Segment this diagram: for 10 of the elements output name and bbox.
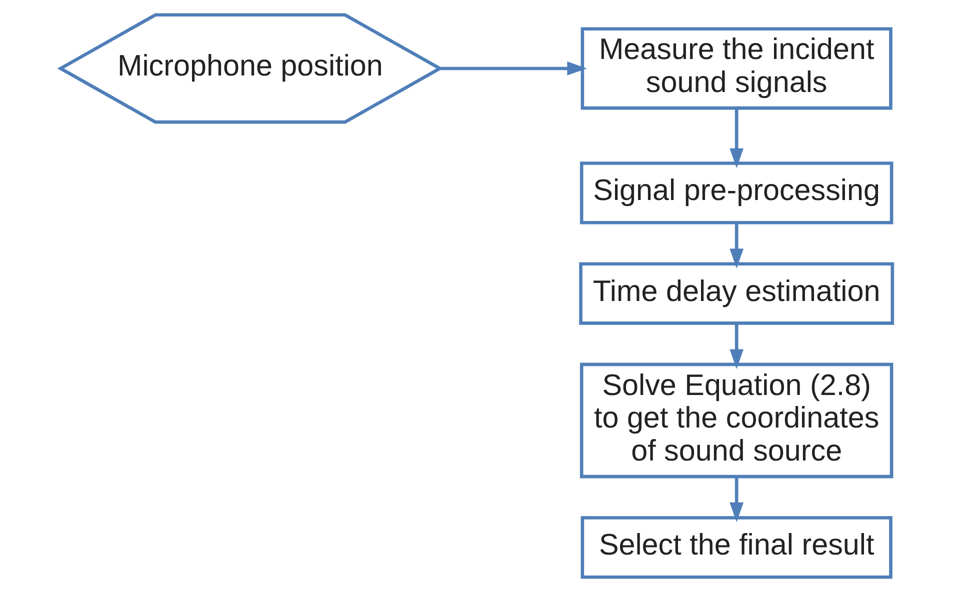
node-box: Signal pre-processing (580, 162, 894, 224)
arrow (440, 62, 588, 76)
arrow (730, 108, 744, 168)
node-box: Measure the incident sound signals (580, 27, 892, 110)
arrow (730, 323, 744, 370)
arrow (730, 476, 744, 522)
node-box: Select the final result (580, 516, 892, 579)
node-box: Time delay estimation (579, 262, 894, 325)
arrow (730, 222, 744, 268)
node-box: Solve Equation (2.8) to get the coordinates of sound source (580, 362, 894, 478)
